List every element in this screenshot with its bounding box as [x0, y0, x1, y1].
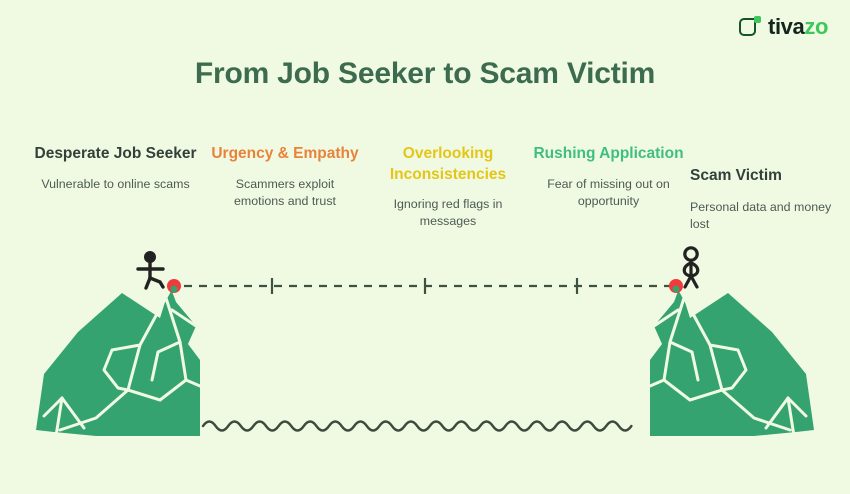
brand-name-part1: tiva [768, 14, 805, 39]
stage-item-desperate-job-seeker: Desperate Job Seeker Vulnerable to onlin… [28, 144, 203, 193]
stage-item-rushing-application: Rushing Application Fear of missing out … [531, 144, 686, 210]
stage-description: Scammers exploit emotions and trust [234, 176, 336, 208]
stage-title: Desperate Job Seeker [34, 145, 197, 162]
stage-description: Vulnerable to online scams [41, 176, 190, 191]
stage-title: Urgency & Empathy [211, 145, 359, 162]
stage-description: Fear of missing out on opportunity [547, 176, 670, 208]
left-cliff-facets [42, 288, 202, 438]
water-wave-line [201, 420, 633, 432]
end-marker-pin [669, 279, 683, 293]
right-cliff [648, 286, 814, 438]
left-cliff [36, 286, 202, 438]
cliff-scene-illustration [0, 240, 850, 494]
stage-title: Scam Victim [690, 167, 782, 184]
bracket-square-icon [739, 16, 762, 38]
stick-figure-standing-icon [682, 246, 700, 289]
brand-wordmark: tivazo [768, 16, 828, 38]
stage-item-urgency-empathy: Urgency & Empathy Scammers exploit emoti… [210, 144, 360, 210]
stage-item-scam-victim: Scam Victim Personal data and money lost [690, 144, 850, 233]
page-title: From Job Seeker to Scam Victim [194, 57, 656, 90]
stage-item-overlooking-inconsistencies: Overlooking Inconsistencies Ignoring red… [368, 144, 528, 230]
brand-logo[interactable]: tivazo [739, 16, 828, 38]
stage-title: Overlooking Inconsistencies [389, 145, 507, 183]
stage-description: Personal data and money lost [690, 199, 832, 231]
stage-title: Rushing Application [533, 145, 684, 162]
stage-label-row: Desperate Job Seeker Vulnerable to onlin… [28, 144, 832, 249]
stick-figure-walking-icon [136, 251, 165, 290]
start-marker-pin [167, 279, 181, 293]
stage-description: Ignoring red flags in messages [393, 197, 503, 229]
right-cliff-facets [648, 288, 808, 438]
progress-path [184, 278, 672, 294]
brand-name-part2: zo [804, 14, 828, 39]
